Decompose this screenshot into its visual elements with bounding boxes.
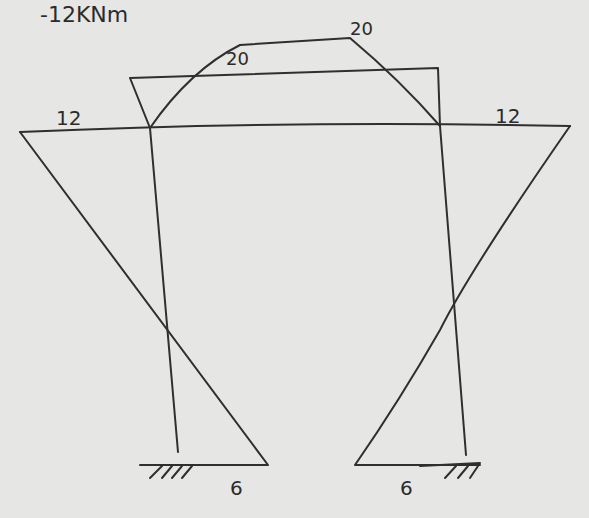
- right-support-hatch: [420, 463, 480, 478]
- right-moment-diagram: [355, 126, 570, 465]
- moment-value: 20: [226, 50, 249, 68]
- moment-value: 12: [56, 108, 81, 128]
- moment-value: 12: [495, 106, 520, 126]
- beam-baseline: [20, 124, 570, 132]
- moment-value: 20: [350, 20, 373, 38]
- left-moment-diagram: [20, 132, 268, 465]
- left-column: [150, 128, 178, 452]
- moment-note: -12KNm: [40, 4, 128, 26]
- beam-moment-curve: [150, 38, 440, 128]
- moment-value: 6: [400, 478, 413, 498]
- moment-value: 6: [230, 478, 243, 498]
- left-support-hatch: [150, 466, 192, 478]
